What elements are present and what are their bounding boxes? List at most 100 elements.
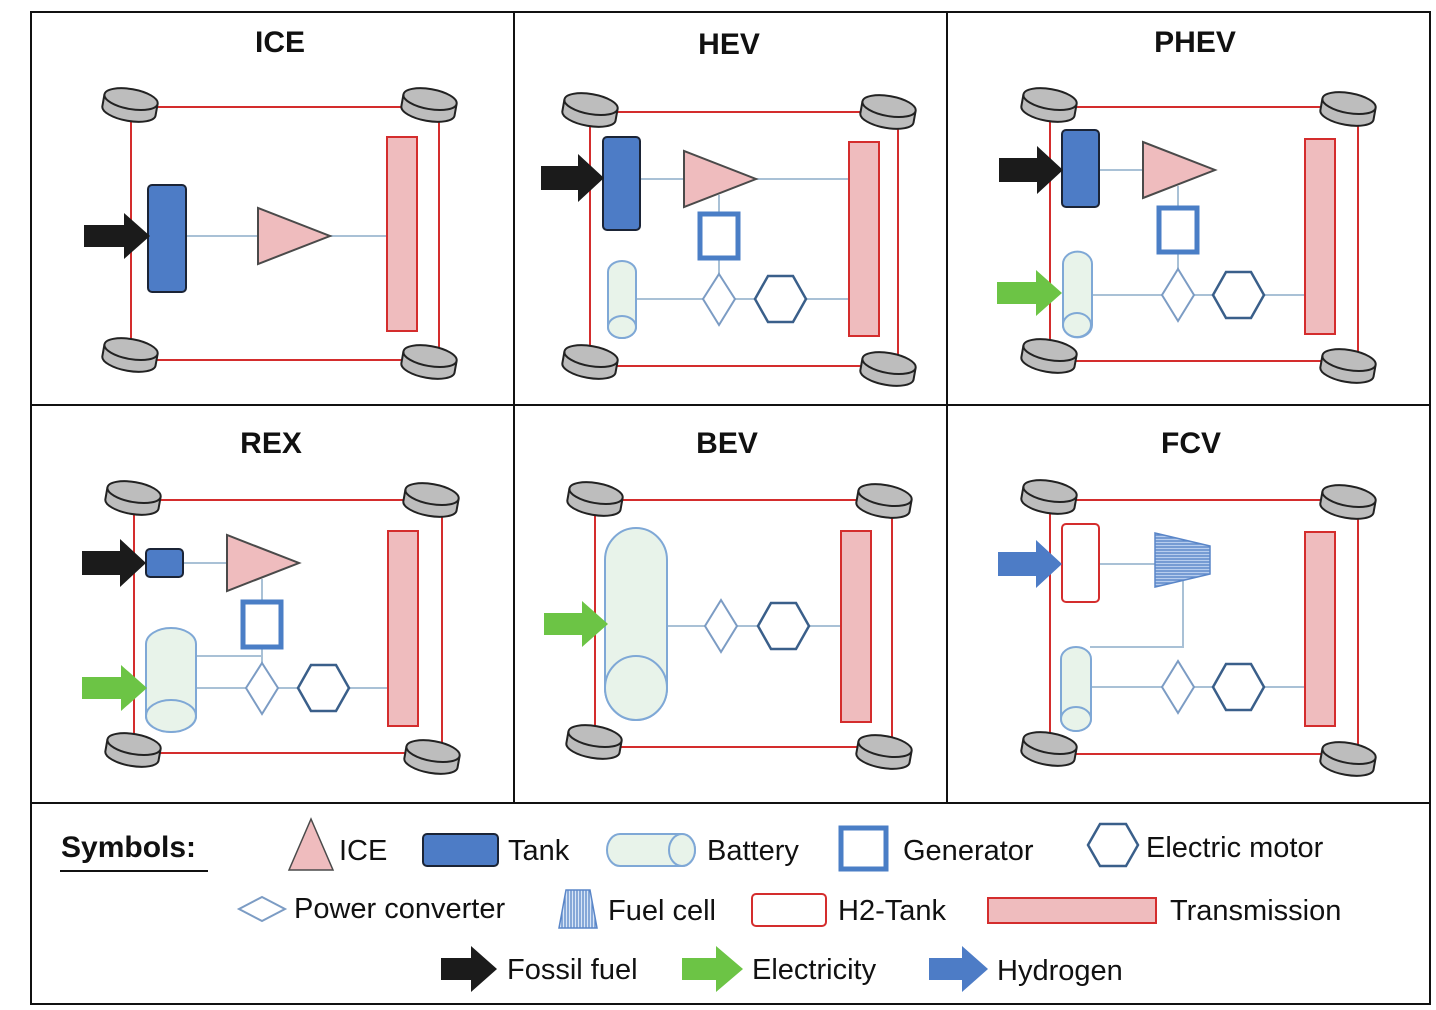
power-converter-icon [703,598,739,654]
wheel-icon [402,482,460,518]
legend-heading: Symbols: [61,831,196,864]
panel-bev [544,481,913,770]
wheel-icon [561,92,619,128]
power-converter-icon [244,661,280,716]
vehicle-frame [1049,106,1359,362]
hydrogen-arrow-icon [929,946,988,992]
wheel-icon [1020,338,1078,374]
generator-icon [1156,205,1200,255]
tank-icon [422,833,499,867]
power-converter-icon [1160,267,1196,323]
wheel-icon [1020,479,1078,515]
panel-rex [82,480,461,775]
tank-icon [145,548,184,578]
legend-label-transmission: Transmission [1170,895,1341,927]
wheel-icon [859,94,917,130]
legend-label-electric-motor: Electric motor [1146,832,1324,864]
electric-motor-icon [756,601,811,651]
panel-title-phev: PHEV [1154,26,1236,59]
power-converter-icon [1160,659,1196,715]
battery-icon [145,627,197,733]
generator-icon [240,599,284,650]
transmission-icon [1304,531,1336,727]
fossil-fuel-arrow-icon [82,539,146,587]
ice-engine-icon [257,206,333,266]
legend-label-power-converter: Power converter [294,893,505,925]
ice-engine-icon [226,533,302,593]
wheel-icon [101,337,159,373]
battery-icon [1060,646,1092,732]
panel-phev [997,87,1377,384]
wheel-icon [400,344,458,380]
ice-engine-icon [683,149,759,209]
transmission-icon [387,530,419,727]
h2-tank-icon [1061,523,1100,603]
legend-label-ice: ICE [339,835,387,867]
legend-label-fuel-cell: Fuel cell [608,895,716,927]
fuel-cell-icon [558,889,598,929]
generator-icon [697,211,741,261]
vehicle-frame [1049,499,1359,755]
vehicle-frame [589,111,899,367]
wheel-icon [1020,87,1078,123]
panel-fcv [998,479,1377,777]
panel-ice [84,87,458,380]
panel-title-rex: REX [240,427,302,460]
fuel-cell-icon [1154,532,1211,588]
figure-border [30,11,1431,1005]
fossil-fuel-arrow-icon [84,213,150,259]
electric-motor-icon [753,274,808,324]
panel-hev [541,92,917,387]
tank-icon [1061,129,1100,208]
wheel-icon [1319,348,1377,384]
transmission-icon [987,897,1157,924]
battery-icon [607,260,637,339]
wheel-icon [859,351,917,387]
vehicle-frame [133,499,443,754]
wheel-icon [403,739,461,775]
power-converter-icon [701,272,737,327]
battery-icon [606,833,696,867]
fossil-fuel-arrow-icon [441,946,497,992]
wheel-icon [101,87,159,123]
wheel-icon [855,483,913,519]
electricity-arrow-icon [544,601,608,647]
connection-wire [1090,580,1184,648]
electricity-arrow-icon [997,270,1062,316]
legend-label-h2-tank: H2-Tank [838,895,946,927]
battery-icon [1062,250,1093,339]
wheel-icon [561,344,619,380]
tank-icon [147,184,187,293]
ice-engine-icon [287,817,335,871]
transmission-icon [1304,138,1336,335]
tank-icon [602,136,641,231]
hydrogen-arrow-icon [998,540,1062,588]
electricity-arrow-icon [82,665,147,711]
legend-label-generator: Generator [903,835,1034,867]
wheel-icon [855,734,913,770]
wheel-icon [1319,741,1377,777]
wheel-icon [566,481,624,517]
wheel-icon [1319,484,1377,520]
wheel-icon [400,87,458,123]
electric-motor-icon [296,663,351,713]
transmission-icon [848,141,880,337]
legend-label-electricity: Electricity [752,954,877,986]
transmission-icon [840,530,872,723]
legend-label-hydrogen: Hydrogen [997,955,1123,987]
panel-title-fcv: FCV [1161,427,1221,460]
wheel-icon [565,724,623,760]
fossil-fuel-arrow-icon [541,154,604,202]
fossil-fuel-arrow-icon [999,146,1063,194]
electric-motor-icon [1211,662,1266,712]
legend-label-fossil-fuel: Fossil fuel [507,954,638,986]
transmission-icon [386,136,418,332]
h2-tank-icon [751,893,827,927]
panel-title-bev: BEV [696,427,758,460]
wheel-icon [104,480,162,516]
battery-icon [604,527,668,721]
electricity-arrow-icon [682,946,743,992]
electric-motor-icon [1211,270,1266,320]
wheel-icon [104,732,162,768]
